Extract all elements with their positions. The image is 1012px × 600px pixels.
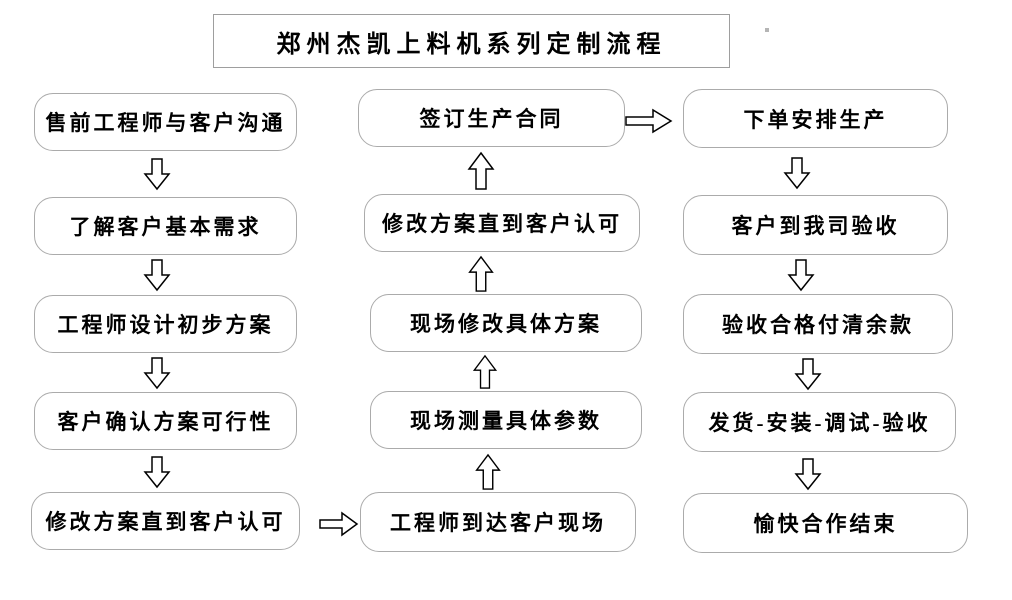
flow-box-middle-1: 签订生产合同 — [358, 89, 625, 147]
flow-box-middle-5: 工程师到达客户现场 — [360, 492, 636, 552]
flow-box-right-2: 客户到我司验收 — [683, 195, 948, 255]
stray-dot — [765, 28, 769, 32]
flow-box-left-1: 售前工程师与客户沟通 — [34, 93, 297, 151]
flow-box-right-1: 下单安排生产 — [683, 89, 948, 148]
flow-box-left-3: 工程师设计初步方案 — [34, 295, 297, 353]
flow-box-left-2: 了解客户基本需求 — [34, 197, 297, 255]
down-arrow-icon — [794, 358, 822, 391]
right-arrow-icon — [319, 511, 359, 537]
flow-box-middle-4: 现场测量具体参数 — [370, 391, 642, 449]
down-arrow-icon — [783, 157, 811, 190]
page-title: 郑州杰凯上料机系列定制流程 — [276, 31, 667, 58]
down-arrow-icon — [143, 357, 171, 390]
up-arrow-icon — [475, 453, 501, 490]
down-arrow-icon — [143, 158, 171, 191]
flow-box-right-3: 验收合格付清余款 — [683, 294, 953, 354]
down-arrow-icon — [143, 259, 171, 292]
up-arrow-icon — [467, 151, 495, 190]
down-arrow-icon — [143, 456, 171, 489]
flow-box-middle-2: 修改方案直到客户认可 — [364, 194, 640, 252]
flow-box-right-4: 发货-安装-调试-验收 — [683, 392, 956, 452]
flow-box-right-5: 愉快合作结束 — [683, 493, 968, 553]
up-arrow-icon — [468, 255, 494, 292]
down-arrow-icon — [794, 458, 822, 491]
right-arrow-icon — [625, 108, 673, 134]
flow-box-middle-3: 现场修改具体方案 — [370, 294, 642, 352]
down-arrow-icon — [787, 259, 815, 292]
flow-box-left-5: 修改方案直到客户认可 — [31, 492, 300, 550]
flow-box-left-4: 客户确认方案可行性 — [34, 392, 297, 450]
title-box: 郑州杰凯上料机系列定制流程 — [213, 14, 730, 68]
up-arrow-icon — [472, 354, 498, 389]
